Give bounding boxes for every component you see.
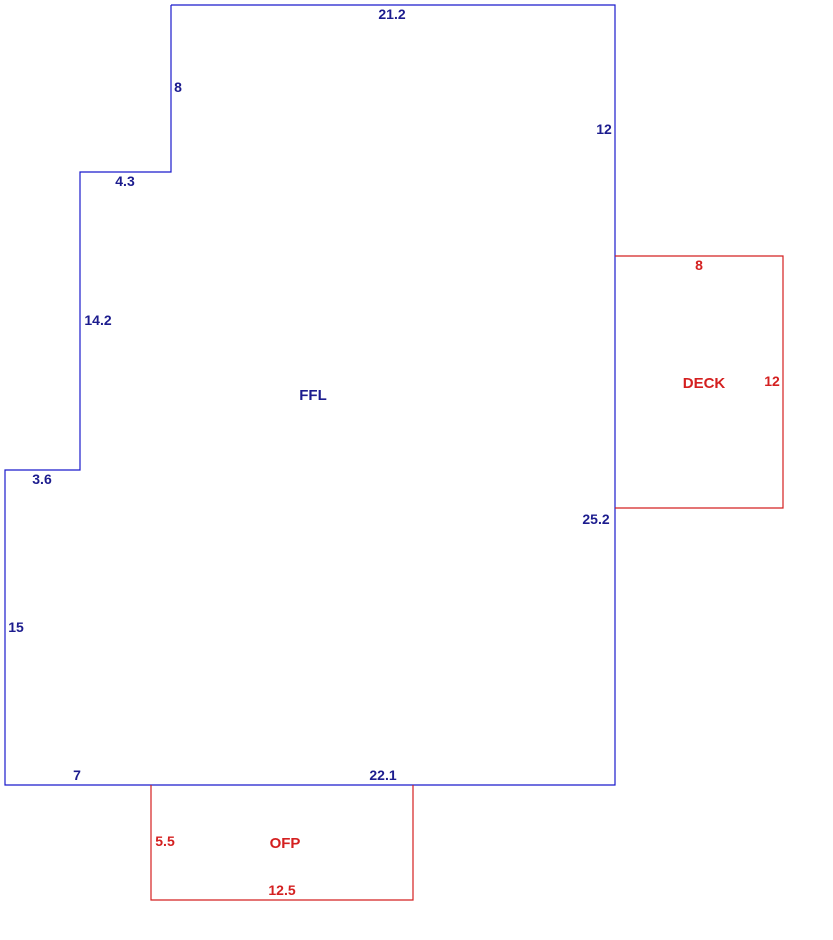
deck-area-label: DECK — [683, 375, 726, 392]
ffl-dim-left-middle: 14.2 — [84, 312, 111, 328]
ffl-dim-right-upper: 12 — [596, 121, 612, 137]
deck-outline — [615, 255, 784, 509]
ffl-dim-step-upper: 4.3 — [115, 173, 135, 189]
ffl-area-label: FFL — [299, 387, 327, 404]
ffl-dim-right-lower: 25.2 — [582, 511, 609, 527]
ofp-outline — [150, 785, 414, 901]
ffl-dim-left-lower: 15 — [8, 619, 24, 635]
ffl-dim-top: 21.2 — [378, 6, 405, 22]
ffl-dim-left-upper: 8 — [174, 79, 182, 95]
ffl-dim-step-lower: 3.6 — [32, 471, 52, 487]
deck-dim-right: 12 — [764, 373, 780, 389]
ffl-dim-bottom-left: 7 — [73, 767, 81, 783]
deck-dim-top: 8 — [695, 257, 703, 273]
ofp-dim-bottom: 12.5 — [268, 882, 295, 898]
ofp-area-label: OFP — [270, 835, 301, 852]
ffl-dim-bottom-right: 22.1 — [369, 767, 396, 783]
ffl-outline — [4, 4, 616, 786]
ofp-dim-left: 5.5 — [155, 833, 175, 849]
